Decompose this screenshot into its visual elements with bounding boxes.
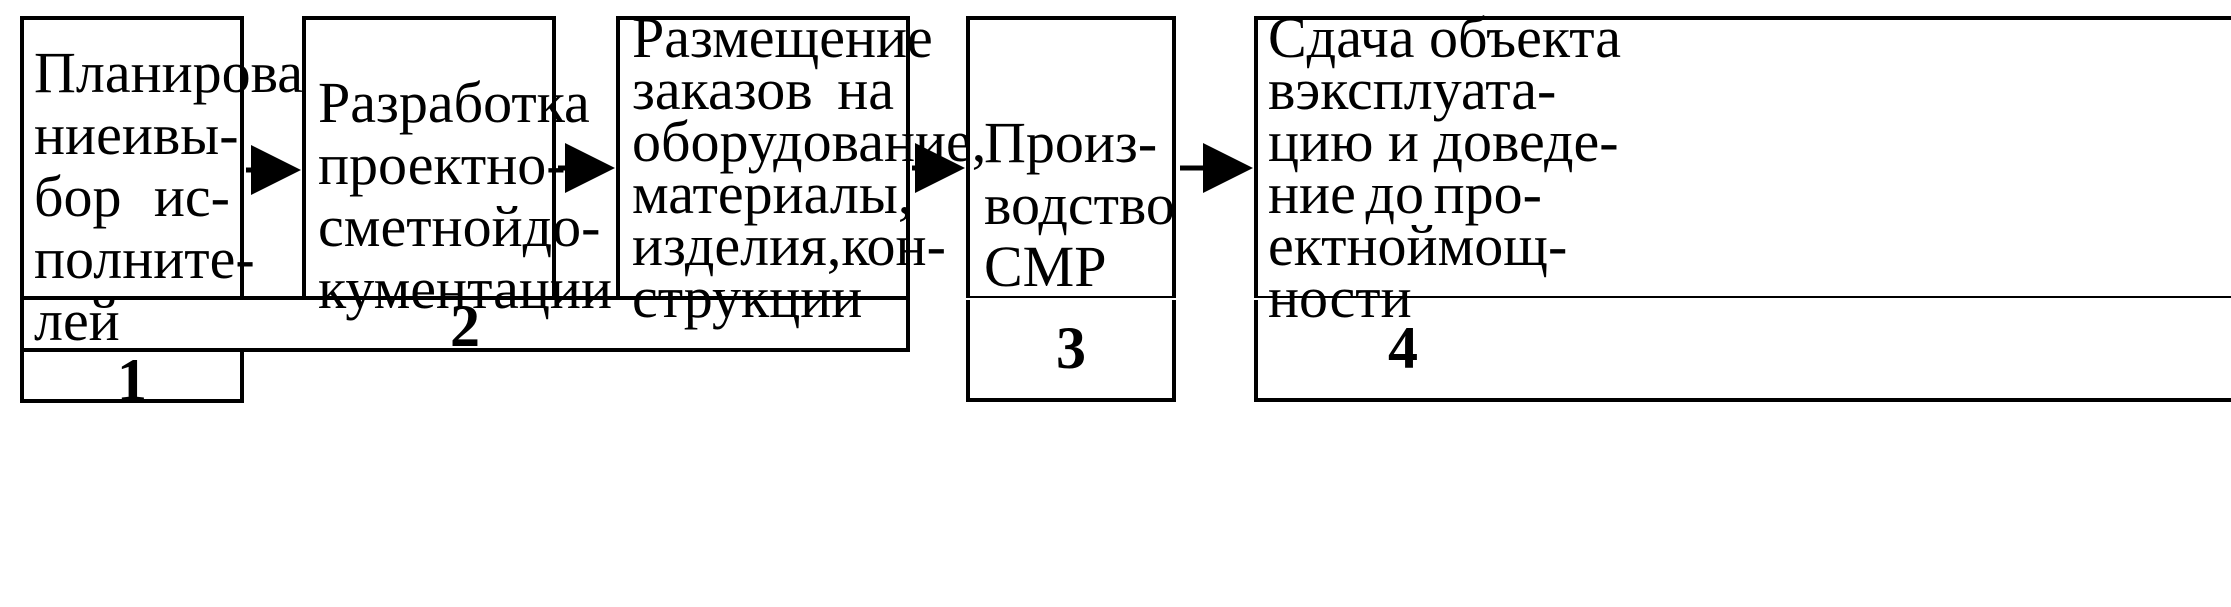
step-1-line: полните- xyxy=(34,226,255,291)
step-4-line: Произ- xyxy=(984,110,1158,175)
step-4-line: водство xyxy=(984,172,1175,237)
step-2-line: кументации xyxy=(318,256,612,321)
stage-1-box xyxy=(20,348,244,403)
step-1-line: лей xyxy=(34,288,120,353)
step-3-line: струкции xyxy=(632,265,863,330)
stage-number-2: 2 xyxy=(450,293,480,359)
step-5-line: цию и доведе- xyxy=(1268,109,1619,174)
step-5-commissioning-box xyxy=(1254,16,2231,402)
stage-4-divider xyxy=(1254,296,2231,300)
step-2-line: Разработка xyxy=(318,70,590,135)
step-1-line: Планирова xyxy=(34,40,304,105)
stage-number-3: 3 xyxy=(1056,315,1086,381)
step-3-line: материалы, xyxy=(632,161,913,226)
step-5-line: Сдача объекта xyxy=(1268,5,1622,70)
stage-3-divider xyxy=(966,296,1176,300)
step-4-construction-box xyxy=(966,16,1176,402)
step-3-line: изделия,кон- xyxy=(632,213,946,278)
step-3-orders-box xyxy=(616,16,910,300)
step-2-line: проектно- xyxy=(318,132,566,197)
step-5-line: ности xyxy=(1268,265,1412,330)
step-4-text: Произ- водство СМР xyxy=(984,110,1175,299)
step-3-line: Размещение xyxy=(632,5,933,70)
step-3-line: оборудование, xyxy=(632,109,987,174)
step-4-line: СМР xyxy=(984,234,1107,299)
step-2-design-box xyxy=(302,16,556,300)
stage-number-1: 1 xyxy=(117,347,147,413)
step-1-planning-box xyxy=(20,16,244,300)
stage-number-4: 4 xyxy=(1388,315,1418,381)
